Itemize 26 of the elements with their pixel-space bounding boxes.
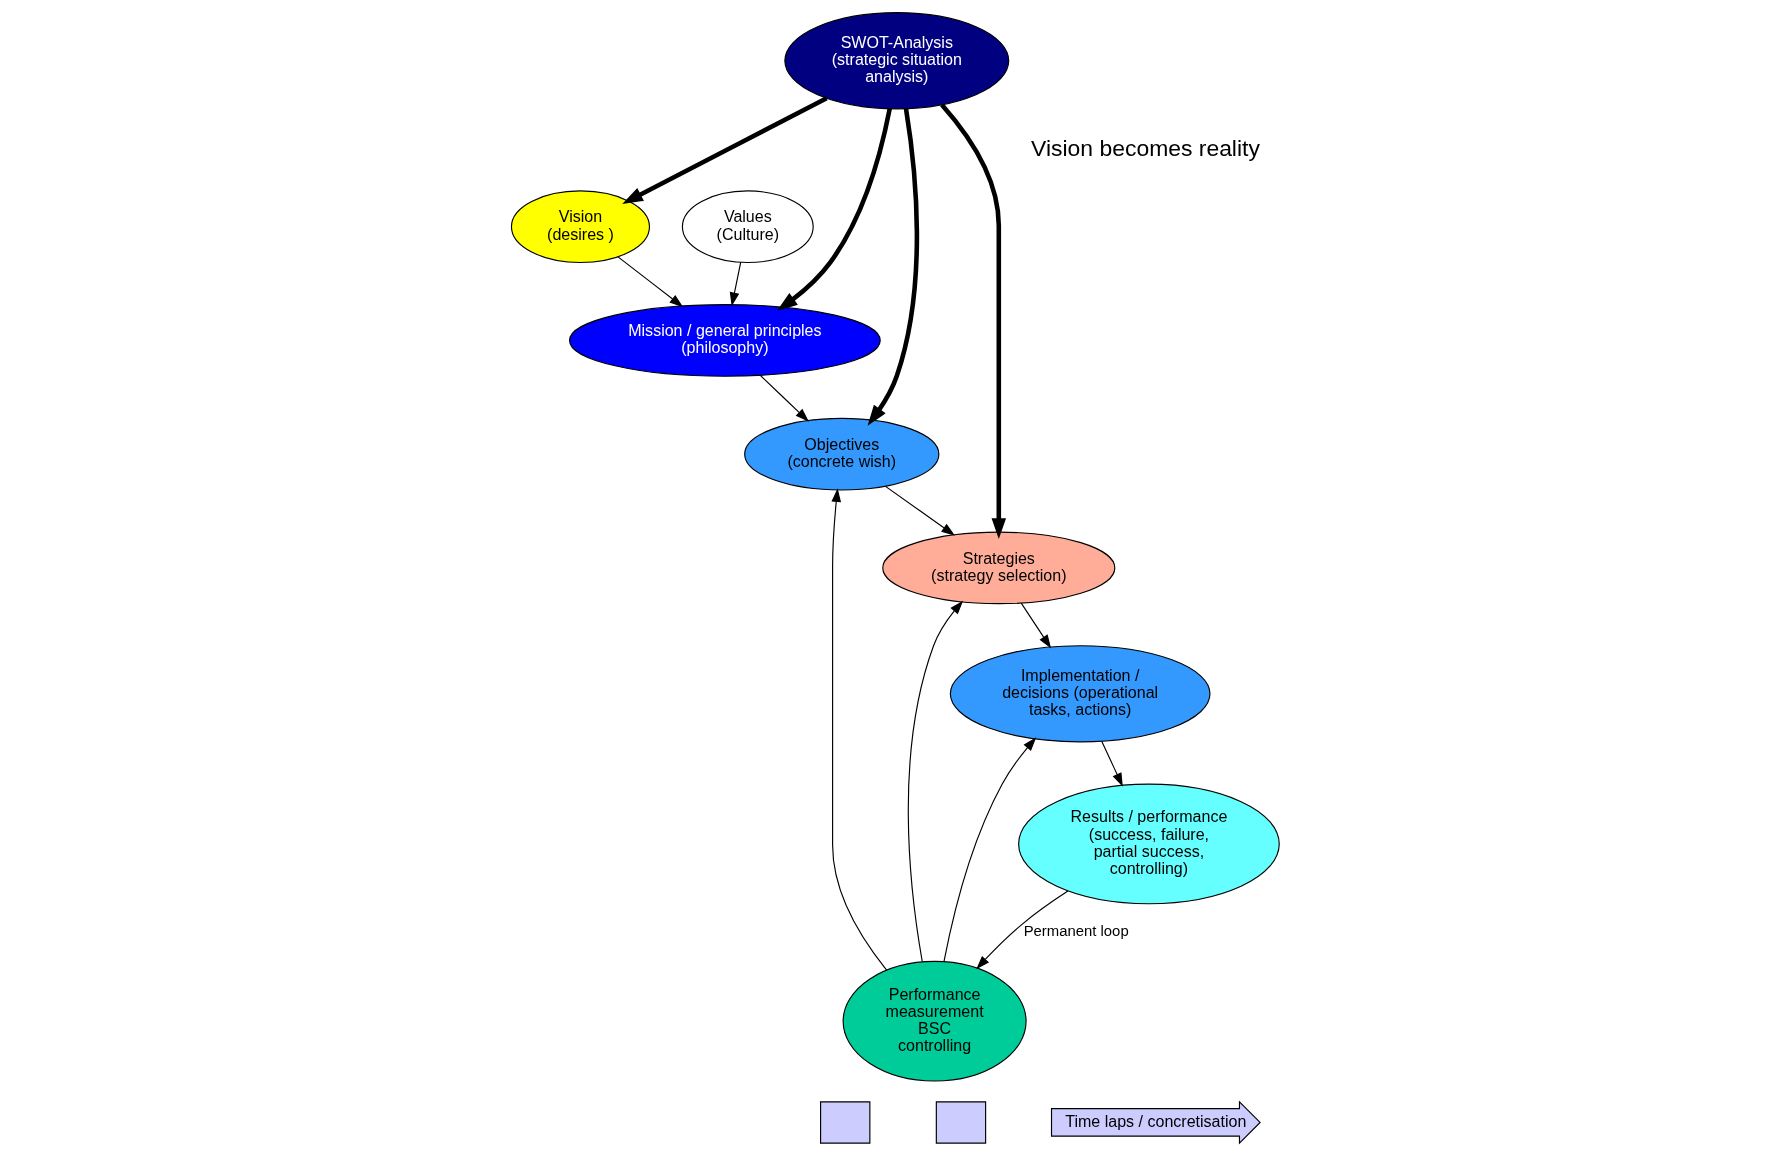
arrow xyxy=(1020,602,1052,649)
node-ellipse: Implementation / decisions (operational tasks, actions) xyxy=(949,645,1211,743)
node-ellipse: Objectives (concrete wish) xyxy=(744,417,940,491)
node-ellipse: Strategies (strategy selection) xyxy=(882,531,1116,605)
node-ellipse: SWOT-Analysis (strategic situation analysis) xyxy=(784,12,1010,110)
label: Vision becomes reality xyxy=(1031,134,1260,161)
arrow xyxy=(884,485,956,536)
node-ellipse: Mission / general principles (philosophy) xyxy=(568,304,881,377)
arrow xyxy=(940,103,1007,540)
node-box xyxy=(935,1101,987,1144)
arrow xyxy=(943,737,1037,963)
arrow xyxy=(831,488,888,971)
node-ellipse: Results / performance (success, failure, partial success, controlling) xyxy=(1018,783,1280,905)
arrow xyxy=(622,96,828,204)
arrow xyxy=(867,108,920,426)
arrow xyxy=(729,261,742,307)
arrow xyxy=(776,108,892,311)
arrow xyxy=(759,374,809,422)
node-ellipse: Values (Culture) xyxy=(681,190,814,264)
arrow xyxy=(907,600,964,963)
node-box xyxy=(820,1101,871,1144)
node-ellipse: Performance measurement BSC controlling xyxy=(842,960,1027,1082)
edge-label: Permanent loop xyxy=(1023,923,1129,940)
arrow xyxy=(1101,740,1123,787)
arrow xyxy=(617,256,684,308)
arrow xyxy=(976,890,1069,970)
